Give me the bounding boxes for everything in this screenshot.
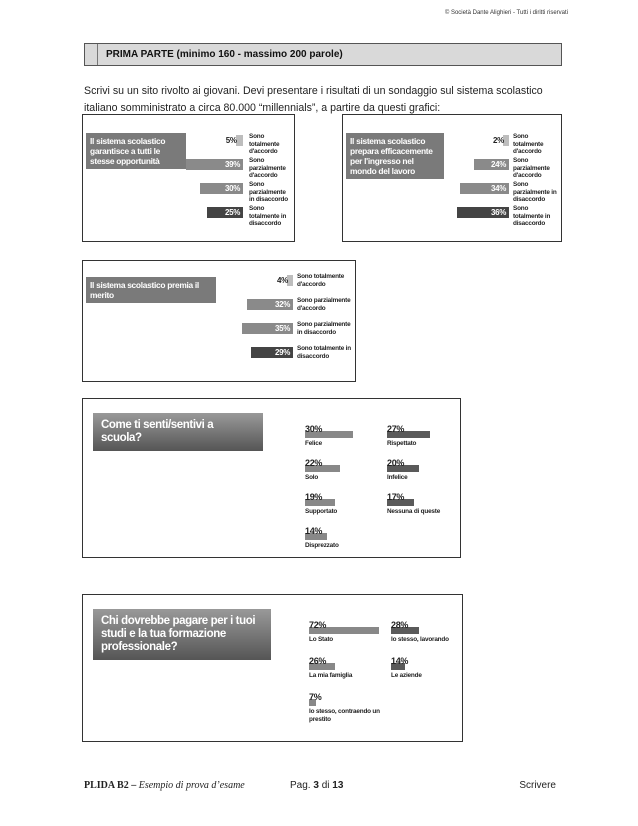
category-label: Disprezzato — [305, 542, 339, 549]
data-label: 4% — [277, 276, 288, 285]
data-label: 14% — [391, 656, 409, 666]
category-label: Sono parzialmente in disaccordo — [513, 181, 557, 203]
category-label: Nessuna di queste — [387, 508, 441, 515]
bar — [309, 663, 335, 670]
category-label: La mia famiglia — [309, 672, 353, 679]
data-label: 29% — [275, 348, 291, 357]
chart-chi-dovrebbe-pagare: Chi dovrebbe pagare per i tuoi studi e l… — [82, 594, 463, 742]
data-label: 27% — [387, 424, 405, 434]
data-label: 19% — [305, 492, 323, 502]
data-label: 2% — [493, 136, 504, 145]
page-total: 13 — [332, 780, 344, 791]
category-label: Sono parzialmente d'accordo — [513, 157, 550, 179]
category-label: Solo — [305, 474, 319, 481]
chart-come-ti-senti: Come ti senti/sentivi a scuola? 30% Felic… — [82, 398, 461, 558]
bar — [305, 431, 353, 438]
category-label: Sono parzialmente in disaccordo — [297, 321, 351, 336]
page-current: 3 — [313, 780, 319, 791]
chart-title: Il sistema scolastico premia il merito — [86, 277, 216, 303]
bar — [199, 183, 243, 194]
chart-title: Il sistema scolastico garantisce a tutti… — [86, 133, 186, 169]
category-label: Sono totalmente d'accordo — [297, 273, 345, 288]
footer-exam-desc: Esempio di prova d’esame — [136, 780, 245, 791]
category-label: Sono parzialmente d'accordo — [297, 297, 351, 312]
data-label: 22% — [305, 458, 323, 468]
bar — [305, 465, 341, 472]
chart-title: Il sistema scolastico prepara efficaceme… — [346, 133, 444, 179]
category-label: Sono totalmente in disaccordo — [249, 205, 287, 227]
bar — [459, 183, 509, 194]
data-label: 34% — [491, 184, 507, 193]
category-label: Felice — [305, 440, 322, 447]
chart-title: Come ti senti/sentivi a scuola? — [93, 413, 263, 451]
bar — [246, 299, 293, 310]
task-instructions: Scrivi su un sito rivolto ai giovani. De… — [84, 85, 543, 114]
section-title: PRIMA PARTE (minimo 160 - massimo 200 pa… — [97, 44, 573, 65]
chart-title: Chi dovrebbe pagare per i tuoi studi e l… — [93, 609, 271, 660]
data-label: 24% — [491, 160, 507, 169]
category-label: Rispettato — [387, 440, 417, 447]
bar — [309, 627, 379, 634]
data-label: 5% — [225, 136, 237, 145]
bar — [206, 207, 243, 218]
data-label: 26% — [309, 656, 327, 666]
chart-pari-opportunita: Il sistema scolastico garantisce a tutti… — [82, 114, 295, 242]
data-label: 30% — [305, 424, 323, 434]
category-label: Infelice — [387, 474, 408, 481]
footer-exam-level: PLIDA B2 – — [84, 780, 137, 791]
category-label: Sono parzialmente d'accordo — [249, 157, 286, 179]
bar — [235, 135, 243, 146]
data-label: 14% — [305, 526, 323, 536]
chart-merito: Il sistema scolastico premia il merito 4… — [82, 260, 356, 382]
data-label: 17% — [387, 492, 405, 502]
bar — [474, 159, 509, 170]
data-label: 30% — [225, 184, 241, 193]
bar — [186, 159, 243, 170]
category-label: Io stesso, lavorando — [391, 636, 449, 643]
bar — [287, 275, 293, 286]
data-label: 28% — [391, 620, 409, 630]
bar — [309, 699, 316, 706]
data-label: 36% — [491, 208, 507, 217]
category-label: Sono totalmente d'accordo — [249, 133, 280, 155]
bar — [387, 431, 431, 438]
bar — [305, 499, 336, 506]
category-label: Sono totalmente in disaccordo — [297, 345, 351, 360]
page-prefix: Pag. — [290, 780, 314, 791]
category-label: Le aziende — [391, 672, 422, 679]
data-label: 20% — [387, 458, 405, 468]
bar — [387, 499, 415, 506]
page-number: Pag. 3 di 13 — [290, 780, 343, 791]
data-label: 32% — [275, 300, 291, 309]
footer-section-name: Scrivere — [519, 780, 556, 791]
bar — [250, 347, 293, 358]
category-label: Sono parzialmente in disaccordo — [249, 181, 288, 203]
data-label: 7% — [309, 692, 322, 702]
section-header: PRIMA PARTE (minimo 160 - massimo 200 pa… — [84, 43, 562, 66]
category-label: Lo Stato — [309, 636, 333, 643]
bar — [242, 323, 293, 334]
data-label: 39% — [225, 160, 241, 169]
footer-exam-label: PLIDA B2 – Esempio di prova d’esame — [84, 780, 245, 791]
bar — [456, 207, 509, 218]
bar — [387, 465, 419, 472]
page-mid: di — [318, 780, 333, 791]
category-label: Sono totalmente d'accordo — [513, 133, 544, 155]
bar — [305, 533, 328, 540]
bar — [391, 663, 405, 670]
category-label: Io stesso, contraendo un prestito — [309, 708, 380, 723]
bar — [503, 135, 509, 146]
category-label: Supportato — [305, 508, 338, 515]
bar — [391, 627, 419, 634]
chart-ingresso-lavoro: Il sistema scolastico prepara efficaceme… — [342, 114, 562, 242]
copyright-notice: © Società Dante Alighieri - Tutti i diri… — [444, 10, 568, 16]
data-label: 35% — [275, 324, 291, 333]
data-label: 72% — [309, 620, 327, 630]
data-label: 25% — [225, 208, 241, 217]
category-label: Sono totalmente in disaccordo — [513, 205, 551, 227]
